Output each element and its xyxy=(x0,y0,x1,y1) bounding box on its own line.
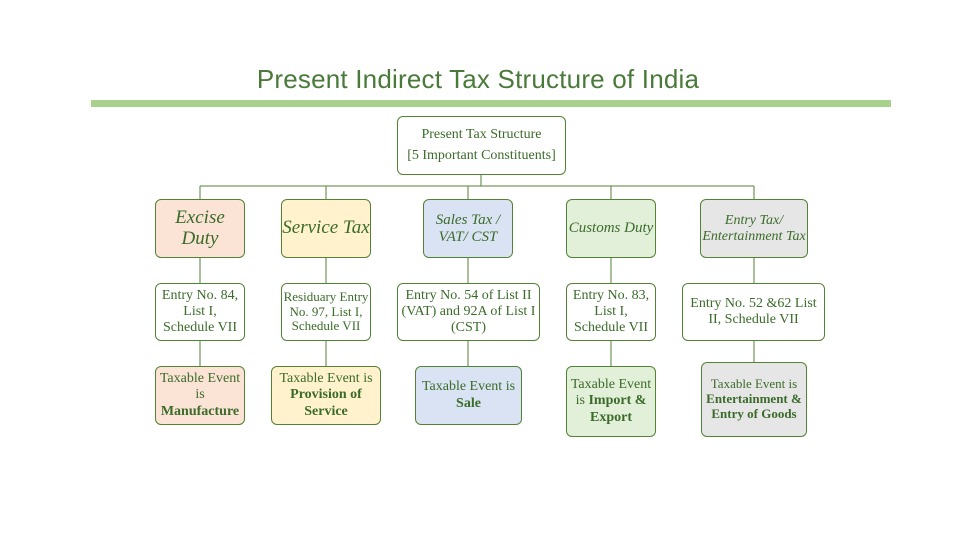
entry-tax-label: Entry Tax/ Entertainment Tax xyxy=(702,213,806,244)
customs-duty-node: Customs Duty xyxy=(566,199,656,258)
customs-duty-label: Customs Duty xyxy=(568,220,654,237)
title-underline xyxy=(91,100,891,107)
sales-event-prefix: Taxable Event is xyxy=(421,379,516,395)
service-event-prefix: Taxable Event is xyxy=(279,371,373,387)
customs-entry-node: Entry No. 83, List I, Schedule VII xyxy=(566,283,656,341)
customs-entry-text: Entry No. 83, List I, Schedule VII xyxy=(572,287,650,336)
root-line1: Present Tax Structure xyxy=(421,127,542,143)
service-tax-node: Service Tax xyxy=(281,199,371,258)
excise-event-bold: Manufacture xyxy=(160,403,240,419)
entry-tax-entry-text: Entry No. 52 &62 List II, Schedule VII xyxy=(690,295,817,327)
root-node: Present Tax Structure [5 Important Const… xyxy=(397,116,566,175)
page-title: Present Indirect Tax Structure of India xyxy=(256,64,700,94)
service-tax-label: Service Tax xyxy=(282,217,370,239)
sales-event-node: Taxable Event is Sale xyxy=(415,366,522,425)
entry-tax-entry-node: Entry No. 52 &62 List II, Schedule VII xyxy=(682,283,825,341)
customs-event-node: Taxable Event is Import & Export xyxy=(566,366,656,437)
excise-duty-node: Excise Duty xyxy=(155,199,245,258)
sales-entry-node: Entry No. 54 of List II (VAT) and 92A of… xyxy=(397,283,540,341)
sales-entry-text: Entry No. 54 of List II (VAT) and 92A of… xyxy=(401,287,536,336)
service-entry-text: Residuary Entry No. 97, List I, Schedule… xyxy=(283,288,369,334)
service-entry-node: Residuary Entry No. 97, List I, Schedule… xyxy=(281,283,371,341)
excise-entry-text: Entry No. 84, List I, Schedule VII xyxy=(161,287,239,336)
service-event-node: Taxable Event is Provision of Service xyxy=(271,366,381,425)
entry-tax-event-prefix: Taxable Event is xyxy=(710,376,798,392)
sales-event-bold: Sale xyxy=(456,395,481,411)
excise-event-prefix: Taxable Event is xyxy=(159,371,241,403)
entry-tax-event-bold: Entertainment & Entry of Goods xyxy=(706,391,802,421)
sales-tax-node: Sales Tax / VAT/ CST xyxy=(423,199,513,258)
excise-event-node: Taxable Event is Manufacture xyxy=(155,366,245,425)
entry-tax-event-node: Taxable Event is Entertainment & Entry o… xyxy=(701,362,807,437)
excise-duty-label: Excise Duty xyxy=(175,206,225,249)
excise-entry-node: Entry No. 84, List I, Schedule VII xyxy=(155,283,245,341)
root-line2: [5 Important Constituents] xyxy=(407,147,556,163)
customs-event-prefix: Taxable Event is xyxy=(570,377,652,409)
service-event-bold: Provision of Service xyxy=(290,387,362,419)
customs-event-bold: Import & Export xyxy=(588,393,647,425)
sales-tax-label: Sales Tax / VAT/ CST xyxy=(435,212,501,245)
entry-tax-node: Entry Tax/ Entertainment Tax xyxy=(700,199,808,258)
